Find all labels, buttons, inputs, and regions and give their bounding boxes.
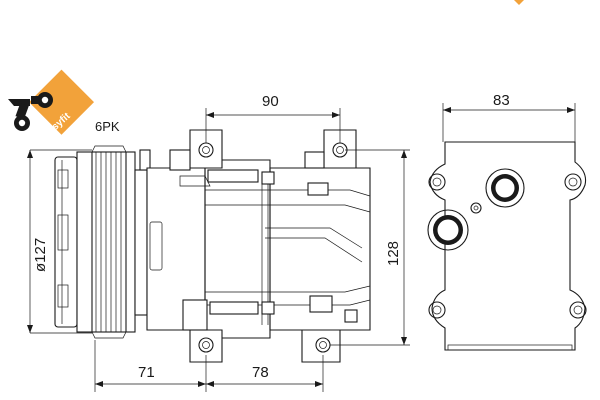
height-label: 128 bbox=[385, 241, 402, 266]
dimension-height: 128 bbox=[330, 149, 410, 346]
easyfit-badge: easyfit bbox=[8, 69, 95, 140]
dimension-bottom: 71 78 bbox=[94, 340, 324, 392]
badge-diamond bbox=[28, 69, 95, 135]
dimension-top-width: 90 bbox=[205, 93, 341, 143]
compressor-side-view: ø127 bbox=[27, 129, 371, 363]
top-width-label: 90 bbox=[262, 93, 279, 110]
corner-accent-mark bbox=[514, 0, 524, 5]
bottom-right-label: 78 bbox=[252, 364, 269, 381]
bottom-left-label: 71 bbox=[138, 364, 155, 381]
pulley-diameter-label: ø127 bbox=[32, 238, 49, 272]
side-width-label: 83 bbox=[493, 92, 510, 109]
belt-label: 6PK bbox=[95, 119, 120, 134]
wrench-icon bbox=[8, 92, 53, 131]
compressor-rear-view: 83 bbox=[427, 92, 587, 351]
